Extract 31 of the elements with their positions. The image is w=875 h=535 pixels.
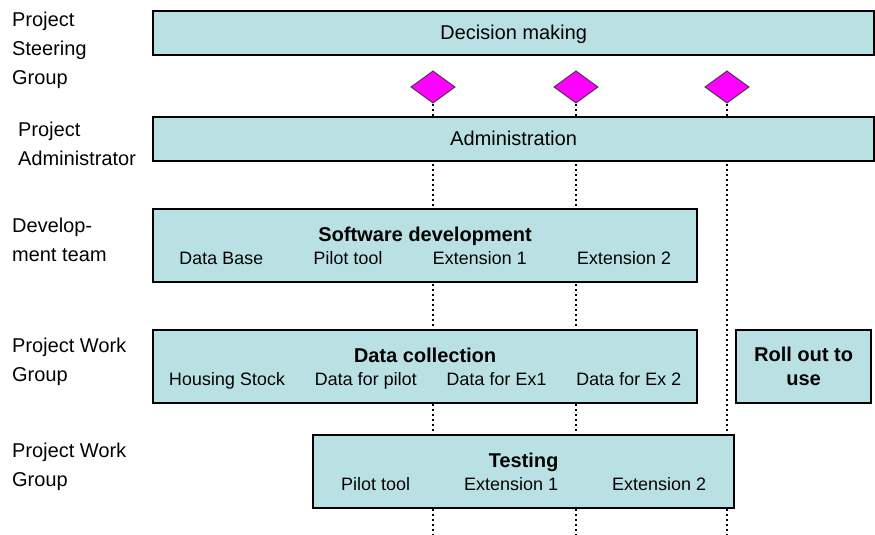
- bar-item: Data Base: [179, 246, 264, 268]
- row-label: Project Work Group: [12, 439, 128, 493]
- bar-title: Software development: [318, 222, 532, 246]
- row-label: Develop-ment team: [12, 214, 107, 268]
- bar-item: Pilot tool: [313, 246, 382, 268]
- bar-item: Housing Stock: [168, 368, 285, 390]
- row-label: Project Work Group: [12, 334, 128, 388]
- bar-item: Extension 1: [464, 472, 558, 494]
- bar-item: Pilot tool: [340, 472, 410, 494]
- row-label: Project Administrator: [18, 118, 137, 172]
- task-bar: [312, 434, 735, 509]
- task-bar: [152, 10, 875, 56]
- task-bar: [152, 329, 698, 404]
- bar-item: Extension 1: [432, 246, 527, 268]
- bar-item: Data for pilot: [314, 368, 417, 390]
- bar-title: Decision making: [440, 21, 587, 45]
- row-label: Project Steering Group: [12, 8, 88, 91]
- milestone-diamond: [704, 70, 750, 104]
- bar-item: Extension 2: [612, 472, 706, 494]
- bar-title: Administration: [450, 127, 577, 151]
- bar-title: Data collection: [354, 344, 496, 368]
- task-bar: [152, 208, 698, 283]
- bar-title: Testing: [488, 448, 558, 472]
- task-bar: [735, 329, 872, 404]
- bar-item: Extension 2: [576, 246, 671, 268]
- bar-item: Data for Ex1: [446, 368, 546, 390]
- bar-item: Data for Ex 2: [576, 368, 682, 390]
- milestone-diamond: [553, 70, 599, 104]
- milestone-diamond: [410, 70, 456, 104]
- task-bar: [152, 116, 875, 162]
- bar-title: Roll out to use: [754, 342, 854, 390]
